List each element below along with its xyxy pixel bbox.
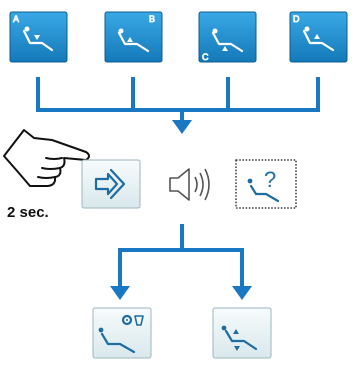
top-keys-row: A B C — [9, 11, 348, 63]
chair-question-box: ? — [235, 159, 297, 209]
question-mark: ? — [264, 167, 276, 192]
bottom-connector — [118, 224, 244, 288]
key-c-letter: C — [202, 52, 209, 62]
down-arrow-left — [110, 286, 130, 300]
down-arrow-right — [232, 286, 252, 300]
chair-position-d-icon — [302, 26, 335, 52]
key-a-letter: A — [13, 14, 19, 24]
pointing-hand-icon — [3, 129, 90, 187]
spittoon-position-icon — [98, 314, 144, 354]
key-position-c[interactable]: C — [198, 11, 257, 63]
key-d-letter: D — [293, 14, 300, 24]
top-connector — [36, 77, 320, 122]
hold-duration-label: 2 sec. — [7, 204, 49, 221]
chair-position-b-icon — [117, 28, 150, 53]
down-arrow-to-memory-icon — [172, 120, 192, 134]
memory-arrow-icon — [94, 168, 126, 200]
key-position-b[interactable]: B — [104, 11, 163, 63]
key-position-d[interactable]: D — [289, 11, 348, 63]
speaker-beep-icon — [169, 168, 210, 201]
chair-position-a-icon — [22, 26, 54, 52]
memory-key[interactable] — [81, 159, 141, 209]
last-position-icon — [221, 325, 258, 351]
chair-question-icon — [247, 178, 280, 203]
last-position-key[interactable] — [212, 307, 272, 359]
key-b-letter: B — [149, 14, 155, 24]
spittoon-position-key[interactable] — [92, 307, 152, 359]
key-position-a[interactable]: A — [9, 11, 68, 63]
chair-position-c-icon — [211, 28, 244, 53]
